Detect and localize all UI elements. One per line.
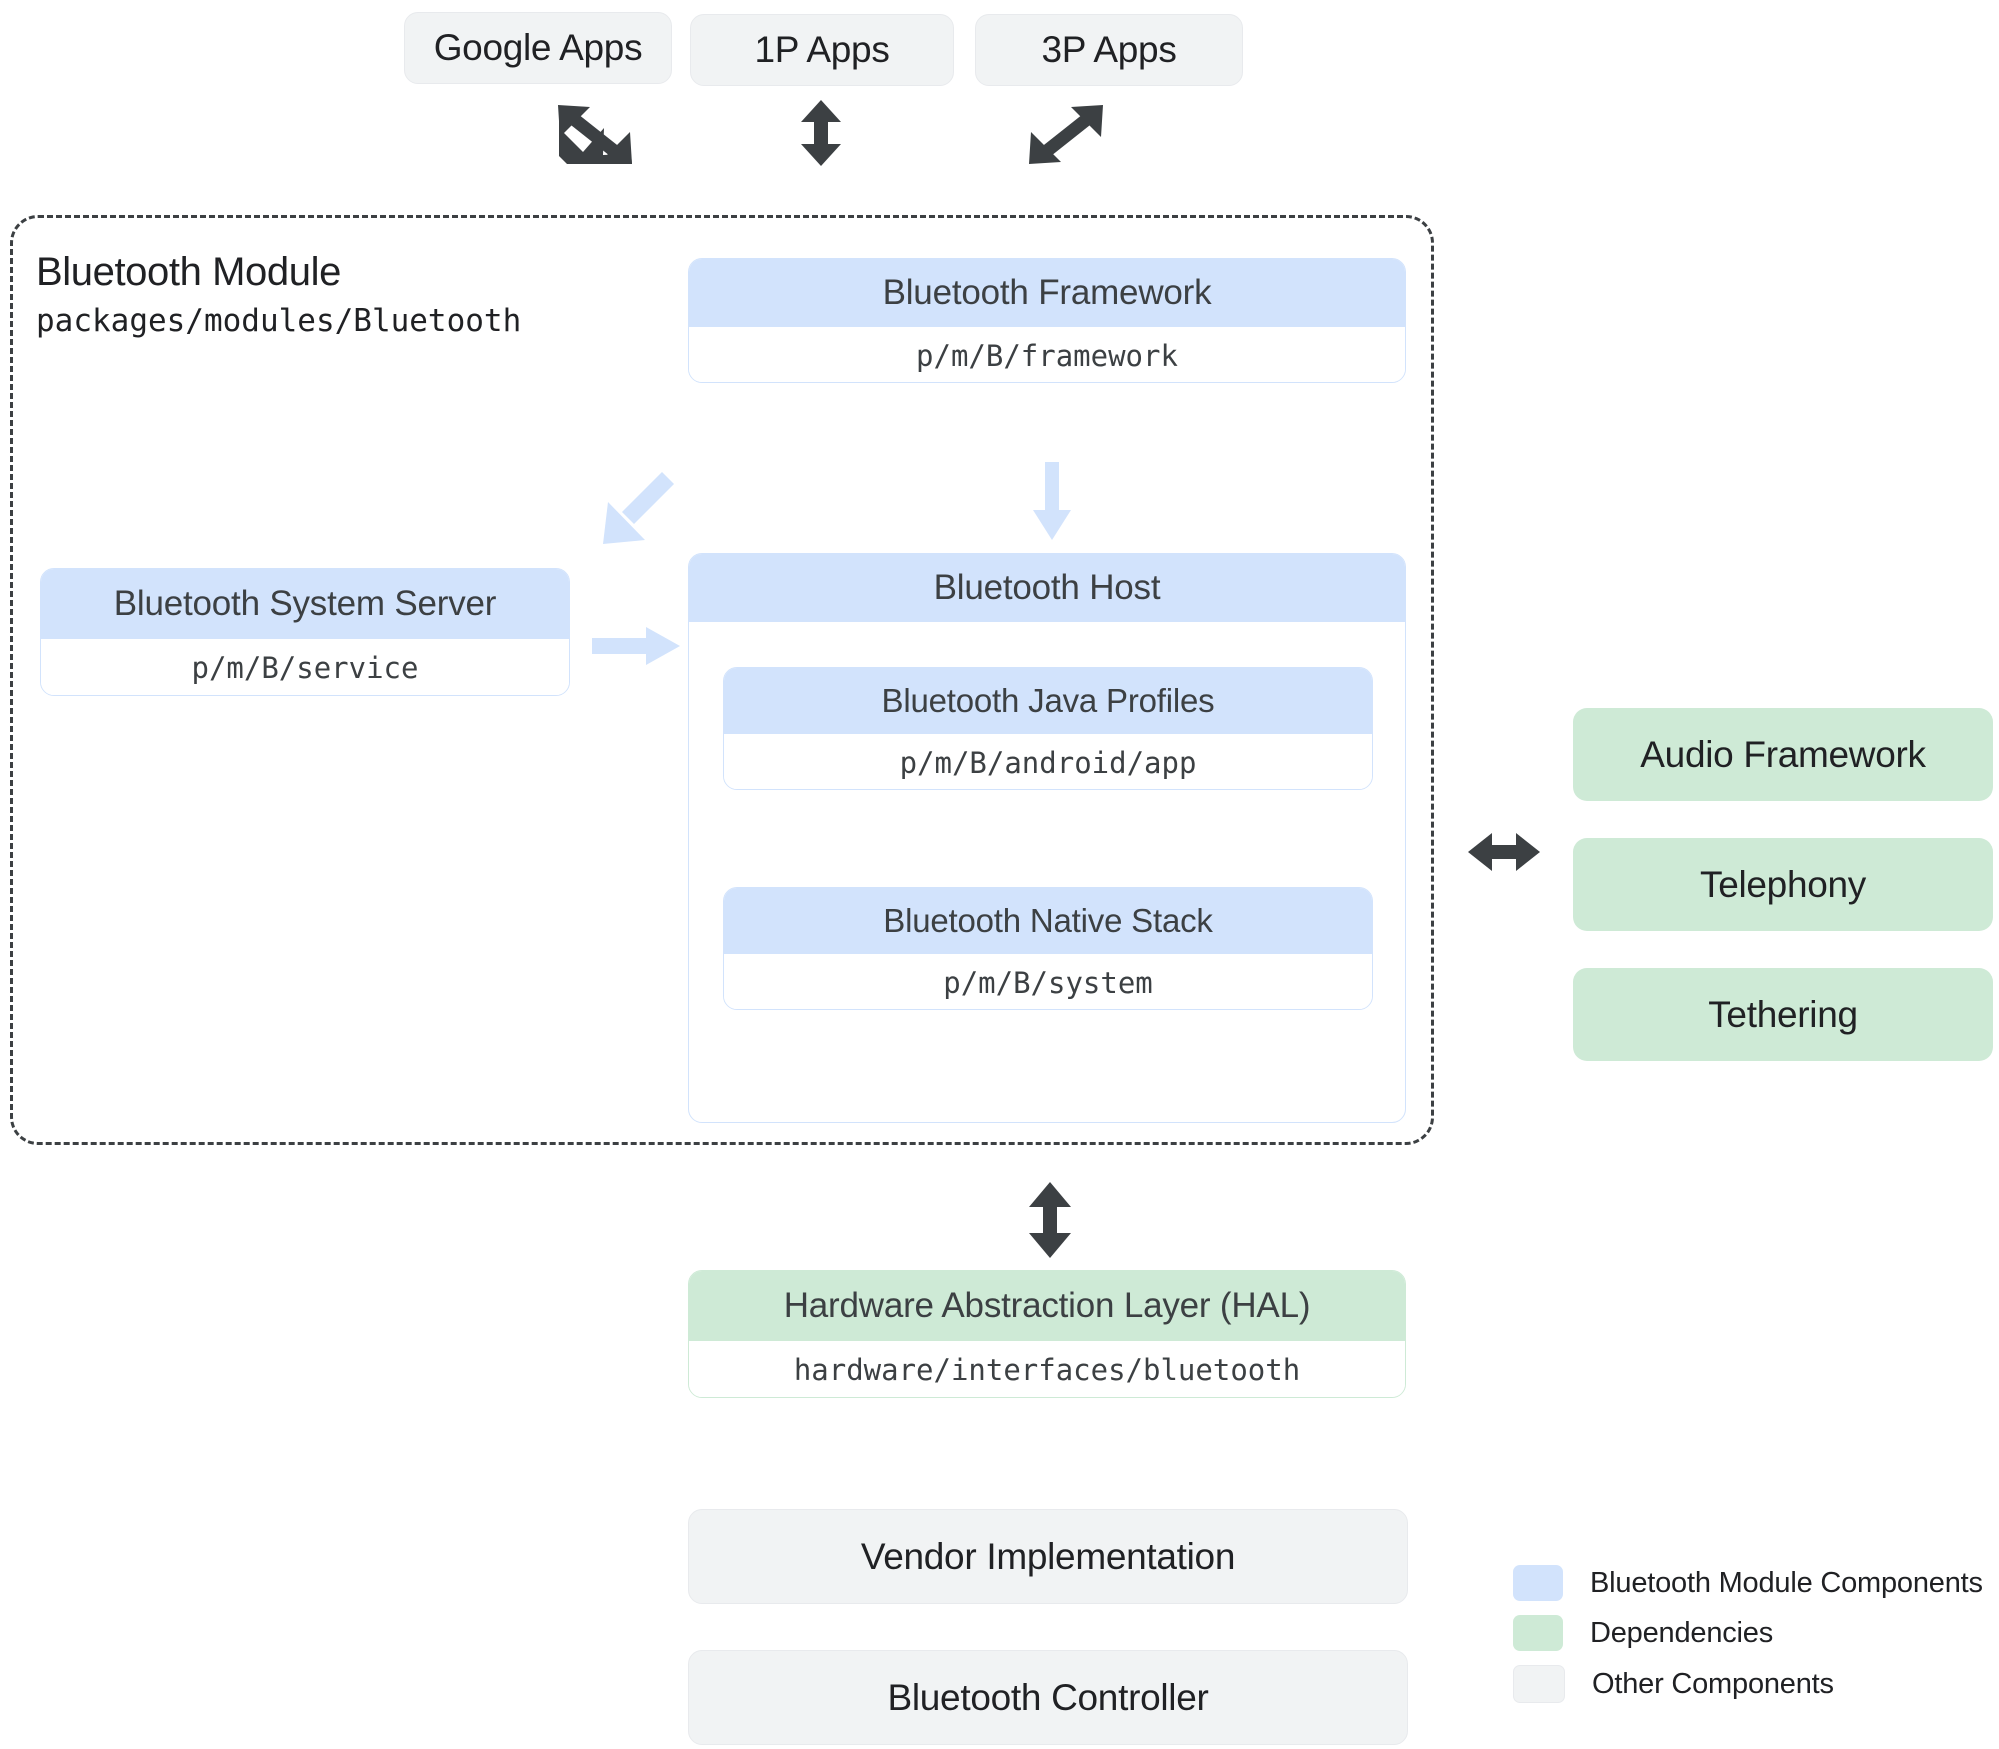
- arrow-3p-apps-bidirectional: [1029, 105, 1103, 164]
- dependency-label: Audio Framework: [1640, 733, 1926, 775]
- legend-swatch-dependencies: [1513, 1615, 1563, 1651]
- bluetooth-module-title: Bluetooth Module: [36, 250, 341, 294]
- dependency-box-tethering[interactable]: Tethering: [1573, 968, 1993, 1061]
- legend-label: Other Components: [1592, 1667, 1834, 1700]
- vendor-implementation-label: Vendor Implementation: [860, 1535, 1236, 1577]
- app-box-label: 1P Apps: [754, 29, 890, 70]
- app-box-3p-apps[interactable]: 3P Apps: [975, 14, 1243, 86]
- arrow-1p-apps-bidirectional: [801, 100, 841, 166]
- bluetooth-system-server-title: Bluetooth System Server: [41, 569, 569, 639]
- legend-item-module-components: Bluetooth Module Components: [1513, 1565, 1983, 1601]
- bluetooth-java-profiles-title: Bluetooth Java Profiles: [724, 668, 1372, 734]
- bluetooth-native-stack-card[interactable]: Bluetooth Native Stack p/m/B/system: [723, 887, 1373, 1010]
- bluetooth-framework-card[interactable]: Bluetooth Framework p/m/B/framework: [688, 258, 1406, 383]
- hal-path: hardware/interfaces/bluetooth: [689, 1341, 1405, 1397]
- bluetooth-module-container: [10, 215, 1434, 1145]
- bluetooth-framework-title: Bluetooth Framework: [689, 259, 1405, 327]
- arrow-module-to-hal-bidirectional: [1029, 1182, 1071, 1258]
- bluetooth-host-card[interactable]: Bluetooth Host: [688, 553, 1406, 1123]
- bluetooth-native-stack-title: Bluetooth Native Stack: [724, 888, 1372, 954]
- bluetooth-java-profiles-path: p/m/B/android/app: [724, 734, 1372, 789]
- arrow-system-server-to-host: [592, 627, 680, 665]
- arrow-framework-to-host: [1033, 462, 1071, 540]
- bluetooth-native-stack-path: p/m/B/system: [724, 954, 1372, 1009]
- legend-item-other-components: Other Components: [1513, 1665, 1983, 1703]
- app-box-label: Google Apps: [433, 27, 643, 68]
- bluetooth-controller-label: Bluetooth Controller: [887, 1676, 1209, 1718]
- vendor-implementation-box[interactable]: Vendor Implementation: [688, 1509, 1408, 1604]
- hal-card[interactable]: Hardware Abstraction Layer (HAL) hardwar…: [688, 1270, 1406, 1398]
- arrow-host-to-dependencies-bidirectional: [1468, 833, 1540, 871]
- legend-swatch-other-components: [1513, 1665, 1565, 1703]
- legend-swatch-module-components: [1513, 1565, 1563, 1601]
- bluetooth-framework-path: p/m/B/framework: [689, 327, 1405, 382]
- legend-label: Bluetooth Module Components: [1590, 1566, 1983, 1599]
- app-box-label: 3P Apps: [1041, 29, 1177, 70]
- bluetooth-system-server-path: p/m/B/service: [41, 639, 569, 695]
- arrow-google-apps-bidirectional: [558, 105, 632, 164]
- arrow-framework-to-system-server: [603, 471, 675, 544]
- legend: Bluetooth Module Components Dependencies…: [1513, 1565, 1983, 1717]
- legend-item-dependencies: Dependencies: [1513, 1615, 1983, 1651]
- bluetooth-system-server-card[interactable]: Bluetooth System Server p/m/B/service: [40, 568, 570, 696]
- dependency-box-audio-framework[interactable]: Audio Framework: [1573, 708, 1993, 801]
- bluetooth-java-profiles-card[interactable]: Bluetooth Java Profiles p/m/B/android/ap…: [723, 667, 1373, 790]
- bluetooth-controller-box[interactable]: Bluetooth Controller: [688, 1650, 1408, 1745]
- app-box-google-apps[interactable]: Google Apps: [404, 12, 672, 84]
- app-box-1p-apps[interactable]: 1P Apps: [690, 14, 954, 86]
- legend-label: Dependencies: [1590, 1616, 1774, 1649]
- dependency-label: Telephony: [1700, 863, 1866, 905]
- bluetooth-module-path: packages/modules/Bluetooth: [36, 303, 522, 339]
- bluetooth-host-title: Bluetooth Host: [689, 554, 1405, 622]
- dependency-box-telephony[interactable]: Telephony: [1573, 838, 1993, 931]
- dependency-label: Tethering: [1708, 993, 1858, 1035]
- hal-title: Hardware Abstraction Layer (HAL): [689, 1271, 1405, 1341]
